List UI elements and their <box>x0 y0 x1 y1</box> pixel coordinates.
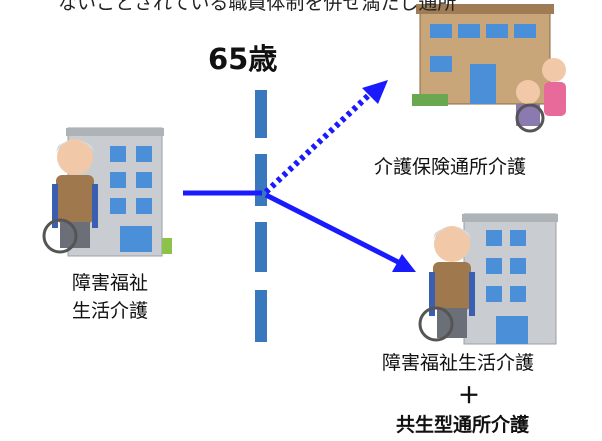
symbiotic-facility-illustration <box>418 213 558 345</box>
current-service-line2: 生活介護 <box>72 300 149 322</box>
arrow-to-symbiotic-care <box>264 192 416 272</box>
age-label: 65歳 <box>208 42 278 76</box>
elderly-man-wheelchair-icon <box>42 139 98 254</box>
caregiver-with-wheelchair-icon <box>515 58 566 133</box>
age-divider-line <box>255 90 267 342</box>
top-caption: ないことされている職員体制を併せ満たし通所 <box>58 0 457 14</box>
plus-sign: ＋ <box>458 384 481 409</box>
current-service-line1: 障害福祉 <box>72 272 149 294</box>
current-facility-illustration <box>42 127 172 257</box>
arrow-to-nursing-care <box>263 80 388 195</box>
elderly-man-wheelchair-icon-2 <box>418 226 475 342</box>
nursing-facility-illustration <box>412 4 566 133</box>
option-b-line2: 共生型通所介護 <box>396 414 530 436</box>
nursing-care-label: 介護保険通所介護 <box>374 156 527 178</box>
option-b-line1: 障害福祉生活介護 <box>382 352 535 374</box>
